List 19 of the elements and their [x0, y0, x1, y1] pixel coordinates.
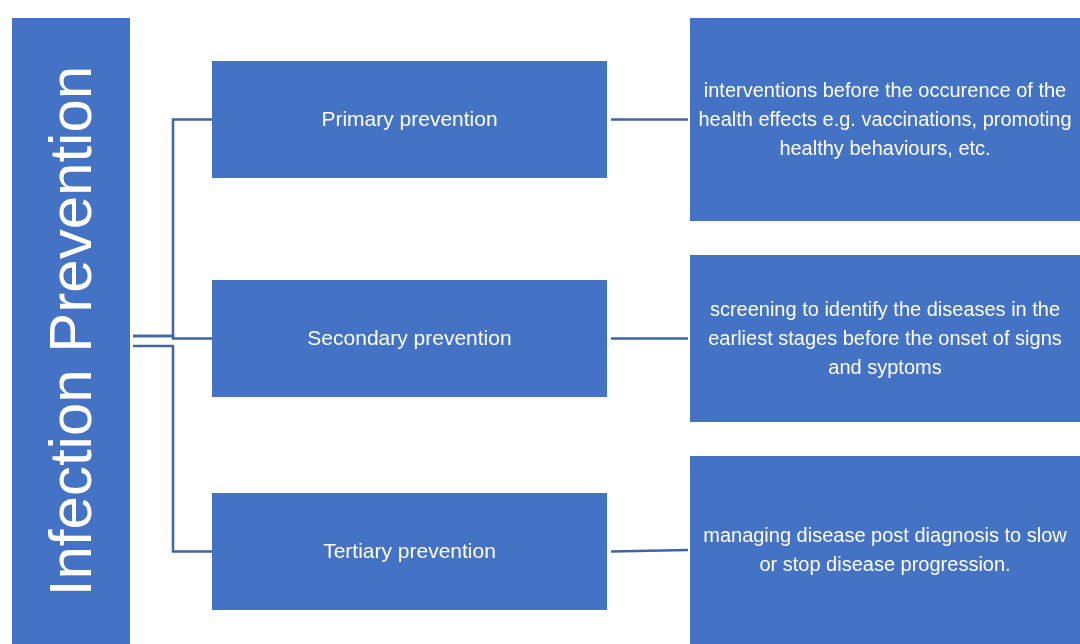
description-box	[690, 255, 1080, 422]
vertical-title: Infection Prevention	[41, 65, 101, 597]
node-text: Secondary prevention	[306, 325, 513, 352]
connector-line	[611, 337, 688, 340]
node-text: interventions before the occurence of the health effects e.g. vaccinations, promoting healthy behaviours, etc.	[697, 78, 1073, 161]
node-text: Tertiary prevention	[322, 538, 497, 565]
process-box	[212, 493, 607, 610]
process-box	[212, 61, 607, 178]
description-box	[690, 18, 1080, 221]
connector-line	[133, 334, 212, 340]
node-text: Primary prevention	[320, 106, 499, 133]
connector-line	[611, 118, 688, 121]
title-bar	[12, 18, 130, 644]
node-text: screening to identify the diseases in the earliest stages before the onset of signs and syptoms	[707, 297, 1063, 380]
description-box	[690, 456, 1080, 644]
node-text: managing disease post diagnosis to slow or stop disease progression.	[702, 523, 1068, 577]
connector-line	[133, 344, 212, 553]
process-box	[212, 280, 607, 397]
connector-line	[610, 548, 689, 553]
